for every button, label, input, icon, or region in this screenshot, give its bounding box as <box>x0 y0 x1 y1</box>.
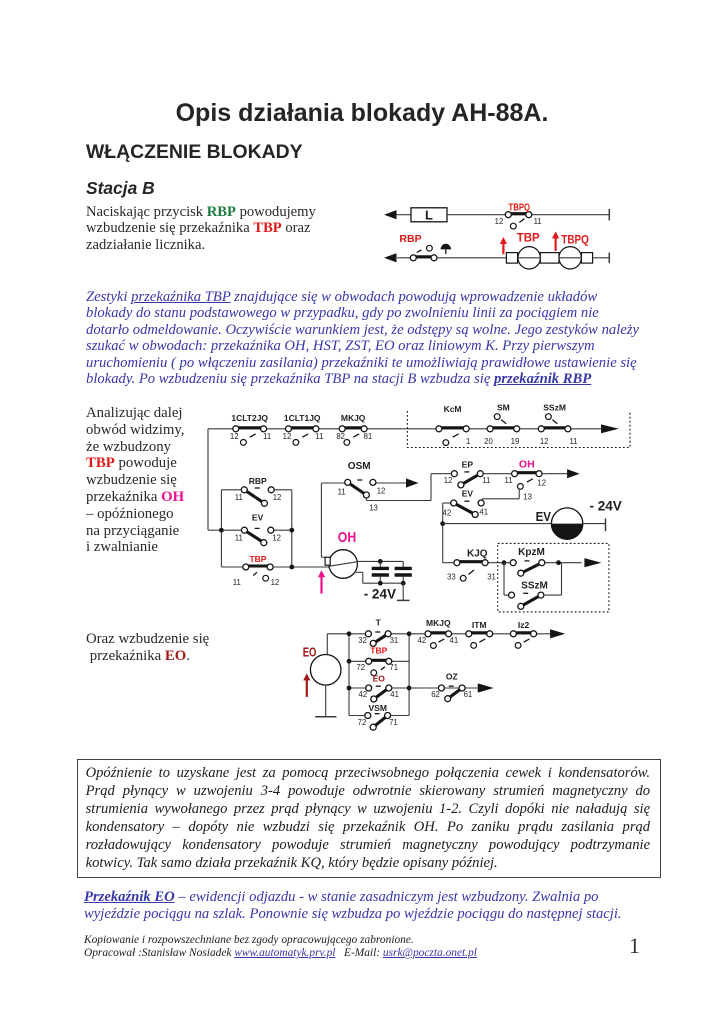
svg-text:61: 61 <box>464 690 473 699</box>
svg-text:11: 11 <box>233 578 241 587</box>
svg-text:11: 11 <box>338 487 346 496</box>
svg-text:ITM: ITM <box>472 620 487 630</box>
svg-text:Iz2: Iz2 <box>518 620 530 630</box>
svg-text:12: 12 <box>377 487 386 496</box>
svg-text:OZ: OZ <box>446 672 458 682</box>
svg-text:32: 32 <box>358 636 367 645</box>
svg-text:11: 11 <box>570 437 578 446</box>
svg-text:42: 42 <box>359 690 368 699</box>
svg-text:EP: EP <box>462 460 474 470</box>
svg-text:TBPQ: TBPQ <box>561 234 589 246</box>
svg-text:11: 11 <box>505 476 513 485</box>
svg-text:13: 13 <box>523 493 532 502</box>
svg-text:62: 62 <box>431 690 440 699</box>
svg-text:KJQ: KJQ <box>467 549 488 560</box>
svg-text:RBP: RBP <box>249 476 267 486</box>
svg-text:12: 12 <box>230 432 239 441</box>
svg-text:SM: SM <box>497 403 510 413</box>
svg-text:11: 11 <box>263 432 271 441</box>
svg-text:- 24V: - 24V <box>590 498 622 513</box>
svg-text:KcM: KcM <box>444 404 462 414</box>
svg-text:33: 33 <box>447 572 456 581</box>
svg-text:11: 11 <box>235 534 243 543</box>
svg-text:20: 20 <box>484 437 493 446</box>
svg-text:- 24V: - 24V <box>364 587 396 602</box>
svg-text:11: 11 <box>534 217 542 226</box>
svg-text:TBP: TBP <box>517 232 540 244</box>
svg-text:81: 81 <box>364 432 373 441</box>
svg-text:1: 1 <box>466 437 470 446</box>
svg-text:82: 82 <box>336 432 345 441</box>
svg-text:EV: EV <box>252 513 264 523</box>
svg-text:12: 12 <box>495 217 504 226</box>
svg-text:12: 12 <box>540 437 549 446</box>
svg-text:41: 41 <box>450 636 459 645</box>
svg-text:11: 11 <box>315 432 323 441</box>
svg-text:11: 11 <box>482 476 490 485</box>
svg-text:KpzM: KpzM <box>518 547 545 558</box>
svg-text:EO: EO <box>373 674 386 684</box>
svg-text:EV: EV <box>462 489 474 499</box>
svg-text:OH: OH <box>338 529 356 546</box>
svg-text:12: 12 <box>271 578 280 587</box>
svg-text:TBP: TBP <box>249 554 266 564</box>
svg-text:42: 42 <box>418 636 427 645</box>
svg-text:13: 13 <box>369 504 378 513</box>
svg-text:12: 12 <box>273 493 282 502</box>
svg-text:72: 72 <box>356 663 365 672</box>
svg-text:MKJQ: MKJQ <box>341 413 366 423</box>
svg-text:19: 19 <box>511 437 520 446</box>
svg-text:12: 12 <box>537 478 546 487</box>
svg-text:VSM: VSM <box>368 703 386 713</box>
svg-text:41: 41 <box>390 690 399 699</box>
svg-text:31: 31 <box>390 636 399 645</box>
svg-text:L: L <box>425 207 433 222</box>
svg-text:71: 71 <box>389 718 398 727</box>
svg-text:EV: EV <box>536 509 552 524</box>
svg-text:SSzM: SSzM <box>521 580 548 591</box>
svg-text:OH: OH <box>519 459 535 471</box>
svg-text:TBP: TBP <box>370 645 387 655</box>
svg-text:42: 42 <box>443 509 452 518</box>
svg-text:OSM: OSM <box>348 461 371 472</box>
svg-text:11: 11 <box>235 493 243 502</box>
svg-text:12: 12 <box>272 534 281 543</box>
svg-text:TBPQ: TBPQ <box>509 202 531 213</box>
svg-text:1CLT2JQ: 1CLT2JQ <box>231 413 268 423</box>
svg-text:SSzM: SSzM <box>543 403 566 413</box>
svg-text:12: 12 <box>444 476 453 485</box>
svg-text:31: 31 <box>487 572 496 581</box>
svg-text:41: 41 <box>479 507 488 516</box>
svg-text:71: 71 <box>389 663 398 672</box>
svg-text:12: 12 <box>283 432 292 441</box>
svg-text:72: 72 <box>358 718 367 727</box>
svg-text:MKJQ: MKJQ <box>426 618 451 628</box>
svg-text:1CLT1JQ: 1CLT1JQ <box>284 413 321 423</box>
svg-text:EO: EO <box>303 645 317 660</box>
svg-text:RBP: RBP <box>399 233 421 245</box>
svg-text:T: T <box>376 618 382 628</box>
